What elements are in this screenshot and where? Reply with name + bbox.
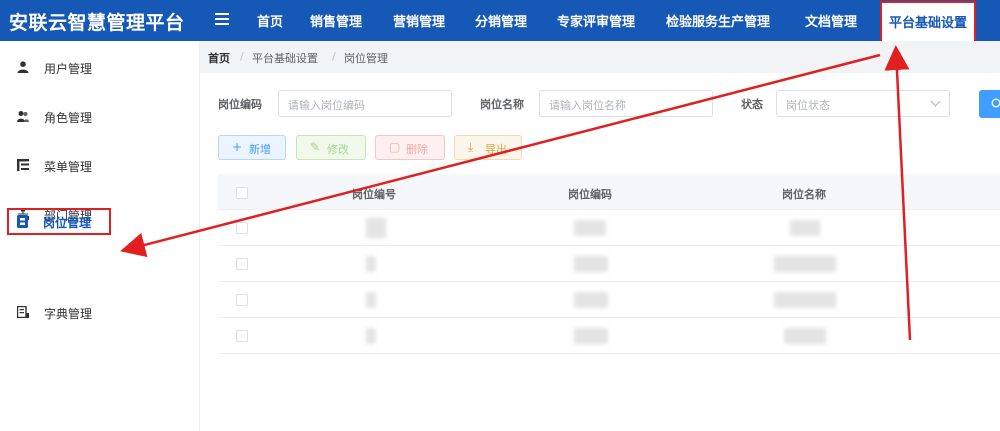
post-name-input[interactable]: 请输入岗位名称 [539, 90, 713, 117]
post-name-placeholder: 请输入岗位名称 [549, 99, 626, 112]
breadcrumb-home[interactable]: 首页 [208, 52, 230, 65]
sidebar-item-dictionary[interactable]: 字典管理 [0, 298, 200, 328]
blurred-cell [366, 328, 376, 344]
sidebar-item-menus[interactable]: 菜单管理 [0, 151, 200, 181]
nav-item-platform-settings[interactable]: 平台基础设置 [880, 1, 976, 43]
column-header-post-code: 岗位编码 [568, 188, 612, 201]
post-code-label: 岗位编码 [218, 98, 262, 111]
row-checkbox[interactable] [236, 258, 248, 270]
blurred-cell [366, 256, 376, 272]
select-all-checkbox[interactable] [236, 187, 248, 199]
column-header-post-name: 岗位名称 [782, 188, 826, 201]
blurred-cell [574, 292, 608, 308]
nav-item-expert-review[interactable]: 专家评审管理 [557, 15, 636, 30]
blurred-cell [366, 218, 386, 238]
user-icon [17, 61, 29, 73]
table-row[interactable] [218, 282, 1000, 318]
column-header-post-id: 岗位编号 [352, 188, 396, 201]
post-code-placeholder: 请输入岗位编码 [288, 99, 365, 112]
table-row[interactable] [218, 318, 1000, 354]
delete-button[interactable]: ▢ 删除 [375, 135, 445, 160]
blurred-cell [784, 328, 826, 344]
breadcrumb-separator: / [332, 50, 336, 63]
dict-icon [17, 306, 29, 318]
delete-button-label: 删除 [406, 143, 428, 156]
row-checkbox[interactable] [236, 294, 248, 306]
blurred-cell [790, 220, 820, 236]
sidebar-item-posts[interactable]: 岗位管理 [7, 208, 111, 235]
plus-icon: + [232, 140, 243, 154]
row-checkbox[interactable] [236, 222, 248, 234]
export-button[interactable]: ⤓ 导出 [454, 135, 522, 160]
blurred-cell [574, 328, 608, 344]
table-header: 岗位编号 岗位编码 岗位名称 [218, 174, 1000, 210]
hamburger-menu-icon[interactable] [215, 13, 229, 25]
sidebar-item-label: 岗位管理 [43, 216, 92, 230]
edit-button[interactable]: ✎ 修改 [296, 135, 366, 160]
status-placeholder: 岗位状态 [786, 99, 830, 112]
blurred-cell [574, 256, 608, 272]
nav-item-inspection[interactable]: 检验服务生产管理 [666, 15, 771, 30]
sidebar-item-users[interactable]: 用户管理 [0, 53, 200, 83]
chevron-down-icon [930, 96, 941, 107]
edit-button-label: 修改 [327, 143, 349, 156]
blurred-cell [774, 256, 836, 272]
post-code-input[interactable]: 请输入岗位编码 [278, 90, 452, 117]
row-checkbox[interactable] [236, 330, 248, 342]
table-row[interactable] [218, 246, 1000, 282]
top-navbar: 安联云智慧管理平台 首页 销售管理 营销管理 分销管理 专家评审管理 检验服务生… [0, 0, 1000, 41]
export-button-label: 导出 [485, 143, 507, 156]
sidebar-item-label: 菜单管理 [44, 160, 93, 174]
sidebar-item-label: 角色管理 [44, 111, 93, 125]
nav-item-distribution[interactable]: 分销管理 [475, 15, 528, 30]
status-select[interactable]: 岗位状态 [776, 90, 950, 117]
blurred-cell [774, 292, 836, 308]
add-button[interactable]: + 新增 [218, 135, 286, 160]
post-name-label: 岗位名称 [480, 98, 524, 111]
nav-item-platform-settings-label: 平台基础设置 [889, 16, 968, 31]
edit-icon: ✎ [310, 140, 321, 154]
breadcrumb-platform-settings[interactable]: 平台基础设置 [252, 52, 318, 65]
sidebar: 用户管理 角色管理 菜单管理 部门管理 字典管理 [0, 41, 200, 431]
add-button-label: 新增 [249, 143, 271, 156]
breadcrumb-separator: / [240, 50, 244, 63]
blurred-cell [574, 220, 606, 236]
blurred-cell [366, 292, 376, 308]
nav-item-documents[interactable]: 文档管理 [805, 15, 858, 30]
nav-item-home[interactable]: 首页 [257, 15, 284, 30]
breadcrumb-current: 岗位管理 [344, 52, 388, 65]
sidebar-item-roles[interactable]: 角色管理 [0, 102, 200, 132]
search-button[interactable] [979, 90, 1000, 118]
table-row[interactable] [218, 210, 1000, 246]
trash-icon: ▢ [389, 140, 401, 154]
tree-table-icon [17, 159, 29, 171]
app-title: 安联云智慧管理平台 [9, 12, 185, 34]
breadcrumb: 首页 / 平台基础设置 / 岗位管理 [200, 41, 1000, 73]
nav-item-sales[interactable]: 销售管理 [310, 15, 363, 30]
download-icon: ⤓ [468, 140, 474, 154]
sidebar-item-label: 字典管理 [44, 307, 93, 321]
nav-item-marketing[interactable]: 营销管理 [393, 15, 446, 30]
status-label: 状态 [741, 98, 763, 111]
sidebar-item-label: 用户管理 [44, 62, 93, 76]
users-icon [17, 111, 29, 122]
search-icon [991, 98, 1000, 108]
post-icon [17, 215, 28, 228]
sidebar-item-label: 部门管理 [44, 209, 93, 223]
